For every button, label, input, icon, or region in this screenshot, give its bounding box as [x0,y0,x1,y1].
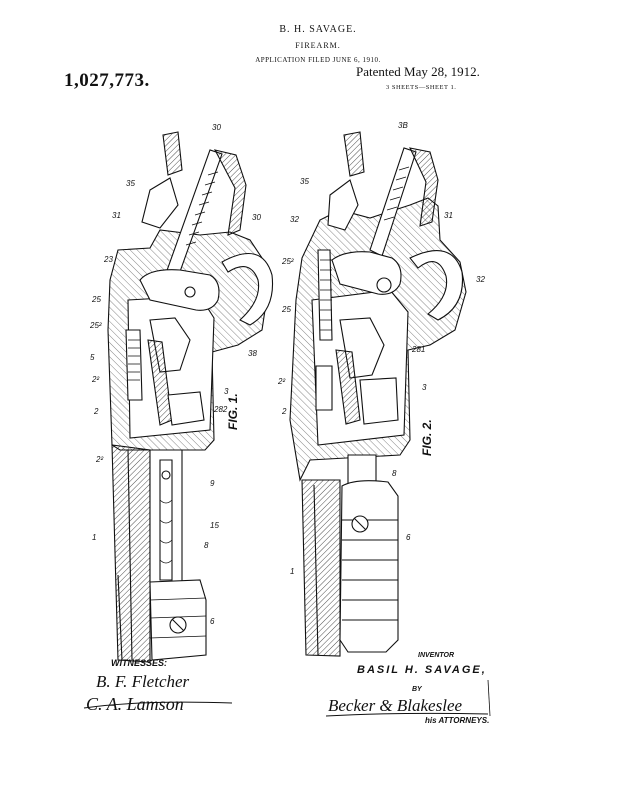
svg-text:25: 25 [281,305,291,314]
svg-text:25²: 25² [281,257,294,266]
svg-text:23: 23 [103,255,113,264]
witness-2-signature: C. A. Lamson [86,694,184,714]
witnesses-label: WITNESSES: [111,658,168,668]
svg-text:3: 3 [422,383,427,392]
svg-text:35: 35 [300,177,309,186]
patent-title: FIREARM. [295,41,341,50]
svg-text:5: 5 [90,353,95,362]
svg-text:2: 2 [281,407,287,416]
svg-text:35: 35 [126,179,135,188]
svg-text:2²: 2² [277,377,285,386]
svg-text:1: 1 [92,533,96,542]
svg-text:6: 6 [210,617,215,626]
attorney-signature: Becker & Blakeslee [328,696,463,715]
svg-text:281: 281 [411,345,425,354]
svg-text:30: 30 [252,213,261,222]
witness-1-signature: B. F. Fletcher [96,672,190,691]
svg-text:32: 32 [476,275,485,284]
svg-text:30: 30 [212,123,221,132]
svg-text:32: 32 [290,215,299,224]
figure-1-label: FIG. 1. [226,393,240,430]
application-filed-line: APPLICATION FILED JUNE 6, 1910. [255,56,381,64]
svg-text:31: 31 [444,211,453,220]
svg-text:3: 3 [224,387,229,396]
inventor-name: BASIL H. SAVAGE, [357,664,487,676]
patent-inventor-header: B. H. SAVAGE. [279,24,357,35]
svg-text:25²: 25² [89,321,102,330]
figure-2-label: FIG. 2. [420,419,434,456]
svg-text:8: 8 [392,469,397,478]
by-label: BY [412,686,422,693]
svg-text:8: 8 [204,541,209,550]
svg-text:282: 282 [213,405,228,414]
svg-text:2²: 2² [91,375,99,384]
sheet-count: 3 SHEETS—SHEET 1. [386,84,457,91]
svg-text:25: 25 [91,295,101,304]
svg-text:2²: 2² [95,455,103,464]
svg-text:15: 15 [210,521,219,530]
inventor-label: INVENTOR [418,652,455,659]
svg-text:6: 6 [406,533,411,542]
patented-date: Patented May 28, 1912. [356,64,480,79]
svg-text:3B: 3B [398,121,408,130]
svg-text:1: 1 [290,567,294,576]
svg-text:31: 31 [112,211,121,220]
figure-1-drawing [107,131,274,663]
svg-text:9: 9 [210,479,215,488]
svg-text:2: 2 [93,407,99,416]
attorneys-label: his ATTORNEYS. [425,716,490,725]
svg-text:38: 38 [248,349,257,358]
patent-number: 1,027,773. [64,70,150,91]
figure-2-drawing [289,131,467,657]
